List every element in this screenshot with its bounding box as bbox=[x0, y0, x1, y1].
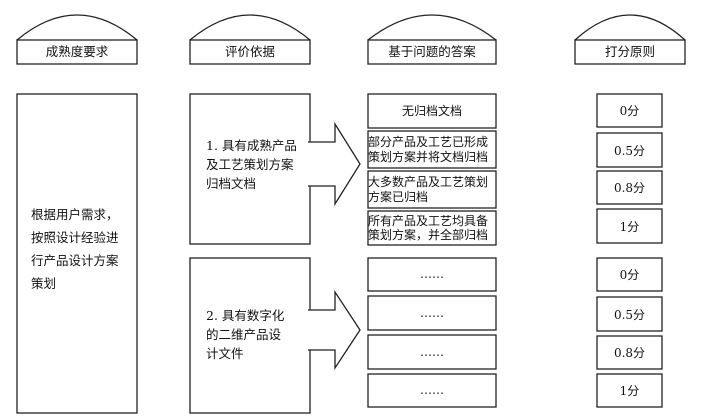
header-basis: 评价依据 bbox=[224, 44, 275, 59]
score-1-3: 0.8分 bbox=[613, 181, 646, 195]
score-box-2-3 bbox=[596, 335, 663, 370]
basis-text-2: 2. 具有数字化 的二维产品设 计文件 bbox=[206, 308, 285, 361]
score-box-1-4 bbox=[596, 208, 663, 244]
basis-box-1 bbox=[189, 93, 311, 245]
answer-box-1-2 bbox=[367, 130, 497, 169]
answer-box-2-1 bbox=[367, 257, 497, 292]
score-box-2-2 bbox=[596, 296, 663, 332]
score-box-1-3 bbox=[596, 170, 663, 205]
header-answer: 基于问题的答案 bbox=[388, 44, 476, 59]
answer-box-2-2 bbox=[367, 295, 497, 331]
score-box-2-1 bbox=[596, 257, 663, 292]
answer-2-4: …… bbox=[420, 383, 444, 398]
requirement-box bbox=[16, 93, 138, 414]
basis-text-1: 1. 具有成熟产品 及工艺策划方案 归档文档 bbox=[206, 138, 297, 191]
header-dome-answer bbox=[367, 14, 497, 41]
header-dome-scoring bbox=[574, 14, 686, 41]
score-2-4: 1分 bbox=[619, 384, 640, 398]
answer-1-3: 大多数产品及工艺策划方案已归档 bbox=[368, 175, 489, 204]
answer-box-2-3 bbox=[367, 334, 497, 370]
header-dome-basis bbox=[189, 14, 311, 41]
answer-1-4: 所有产品及工艺均具备策划方案，并全部归档 bbox=[368, 213, 489, 243]
header-scoring: 打分原则 bbox=[604, 44, 655, 59]
header-box-maturity bbox=[16, 39, 138, 65]
score-1-2: 0.5分 bbox=[613, 143, 646, 158]
arrow-1 bbox=[308, 121, 361, 207]
answer-box-2-4 bbox=[367, 373, 497, 408]
header-box-scoring bbox=[574, 39, 686, 65]
answer-box-1-3 bbox=[367, 170, 497, 209]
answer-2-1: …… bbox=[420, 267, 444, 282]
header-dome-maturity bbox=[16, 14, 138, 41]
score-box-1-1 bbox=[596, 93, 663, 128]
answer-1-2: 部分产品及工艺已形成策划方案并将文档归档 bbox=[368, 135, 489, 164]
score-1-1: 0分 bbox=[619, 104, 640, 118]
answer-2-3: …… bbox=[420, 344, 444, 359]
score-2-2: 0.5分 bbox=[613, 307, 646, 322]
score-1-4: 1分 bbox=[619, 219, 640, 234]
score-2-1: 0分 bbox=[619, 268, 640, 282]
score-2-3: 0.8分 bbox=[613, 346, 646, 360]
header-box-basis bbox=[189, 39, 311, 65]
arrow-2 bbox=[308, 289, 361, 371]
requirement-text: 根据用户需求， 按照设计经验进 行产品设计方案 策划 bbox=[31, 207, 119, 291]
answer-box-1-1 bbox=[367, 93, 497, 129]
basis-box-2 bbox=[189, 257, 311, 414]
header-box-answer bbox=[367, 39, 497, 65]
answer-2-2: …… bbox=[420, 305, 444, 320]
answer-box-1-4 bbox=[367, 210, 497, 246]
score-box-1-2 bbox=[596, 132, 663, 168]
answer-1-1: 无归档文档 bbox=[401, 103, 462, 118]
header-maturity: 成熟度要求 bbox=[45, 44, 109, 59]
score-box-2-4 bbox=[596, 373, 663, 408]
